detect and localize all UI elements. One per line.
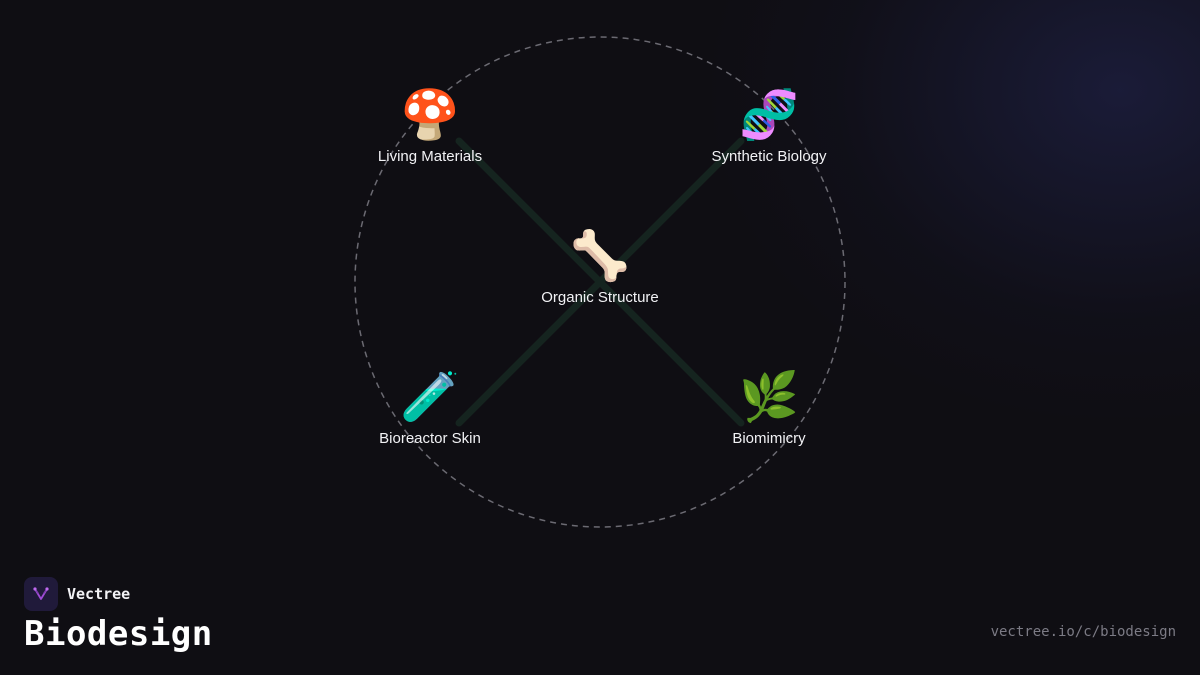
node-synthetic-biology: 🧬 Synthetic Biology — [679, 88, 859, 165]
node-bioreactor-skin: 🧪 Bioreactor Skin — [340, 370, 520, 447]
brand-name: Vectree — [67, 585, 131, 603]
connector-synthetic-biology-bioreactor-skin — [455, 137, 745, 427]
herb-icon: 🌿 — [739, 371, 799, 424]
node-living-materials: 🍄 Living Materials — [340, 88, 520, 165]
brand[interactable]: Vectree — [24, 577, 130, 611]
node-label: Synthetic Biology — [711, 148, 827, 165]
page-url[interactable]: vectree.io/c/biodesign — [990, 624, 1176, 640]
test-tube-icon: 🧪 — [400, 371, 460, 424]
node-label: Bioreactor Skin — [379, 430, 481, 447]
node-biomimicry: 🌿 Biomimicry — [679, 370, 859, 447]
node-label: Organic Structure — [541, 289, 659, 306]
mushroom-icon: 🍄 — [400, 89, 460, 142]
page-title: Biodesign — [24, 614, 213, 654]
dna-icon: 🧬 — [739, 89, 799, 142]
vectree-logo-icon — [24, 577, 58, 611]
outer-ring — [354, 36, 846, 528]
bone-icon: 🦴 — [570, 230, 630, 283]
node-label: Living Materials — [377, 148, 483, 165]
node-organic-structure: 🦴 Organic Structure — [510, 229, 690, 306]
node-label: Biomimicry — [732, 430, 806, 447]
